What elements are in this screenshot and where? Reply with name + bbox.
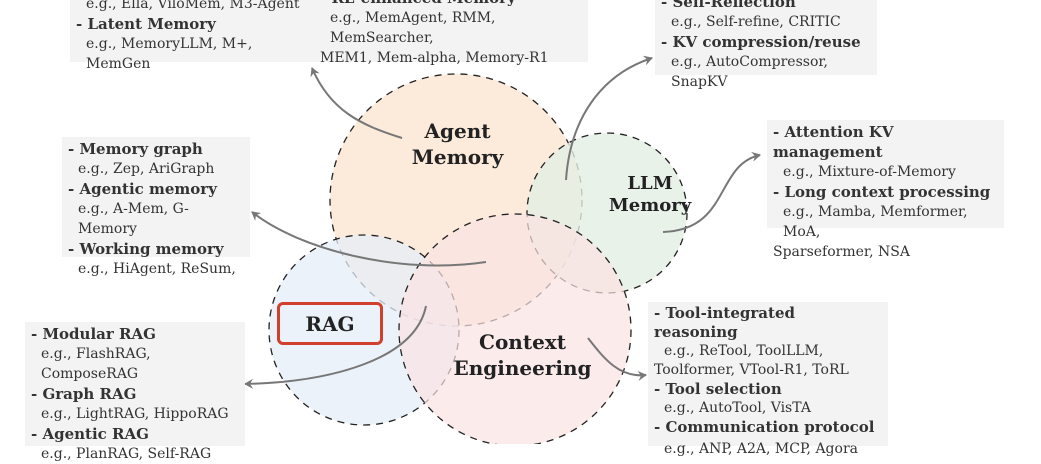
item-title: - Graph RAG xyxy=(31,385,137,403)
rag-label: RAG xyxy=(305,311,355,336)
bottom-right-box: - Tool-integrated reasoning e.g., ReTool,… xyxy=(648,302,888,457)
examples: e.g., Mixture-of-Memory xyxy=(783,164,956,180)
top-middle-box: - RL-enhanced Memory e.g., MemAgent, RMM,… xyxy=(314,0,588,66)
item-title: - Tool selection xyxy=(654,380,782,398)
item-title: - Latent Memory xyxy=(76,15,216,33)
list-item: - Tool selection e.g., AutoTool, VisTA xyxy=(654,380,882,418)
llm-memory-line2: Memory xyxy=(608,195,692,216)
list-item: - KV compression/reuse e.g., AutoCompress… xyxy=(661,32,871,92)
item-title: - Tool-integrated reasoning xyxy=(654,304,795,341)
list-item: - Attention KV management e.g., Mixture-o… xyxy=(773,122,998,182)
examples: e.g., AutoCompressor, SnapKV xyxy=(671,54,828,90)
list-item: e.g., Ella, ViloMem, M3-Agent xyxy=(76,0,314,14)
venn-diagram xyxy=(244,55,761,444)
examples: e.g., MemoryLLM, M+, MemGen xyxy=(86,36,253,72)
item-title: - Communication protocol xyxy=(654,418,875,436)
list-item: - Long context processing e.g., Mamba, Me… xyxy=(773,182,998,262)
examples: e.g., ReTool, ToolLLM, xyxy=(664,343,824,359)
arrow-llm-to-right xyxy=(662,151,761,233)
item-title: - Agentic memory xyxy=(68,180,217,198)
examples-cont: Toolformer, VTool-R1, ToRL xyxy=(654,362,849,378)
list-item: - Self-Reflection e.g., Self-refine, CRIT… xyxy=(661,0,871,32)
agent-memory-line1: Agent xyxy=(424,119,491,143)
item-title: - KV compression/reuse xyxy=(661,33,861,51)
arrow-to-left-middle xyxy=(251,211,487,267)
list-item: - Agentic memory e.g., A-Mem, G-Memory xyxy=(68,179,244,239)
rag-label-box: RAG xyxy=(277,302,383,345)
examples: e.g., LightRAG, HippoRAG xyxy=(41,406,229,422)
examples: e.g., Ella, ViloMem, M3-Agent xyxy=(86,0,300,12)
item-title: - Working memory xyxy=(68,240,224,258)
examples: e.g., FlashRAG, ComposeRAG xyxy=(41,346,151,382)
left-middle-box: - Memory graph e.g., Zep, AriGraph - Agen… xyxy=(62,137,250,277)
item-title: - Long context processing xyxy=(773,183,991,201)
item-title: - Agentic RAG xyxy=(31,425,149,443)
arrow-to-bottom-right xyxy=(587,337,647,381)
examples-cont: MEM1, Mem-alpha, Memory-R1 xyxy=(320,50,549,66)
context-engineering-line2: Engineering xyxy=(453,356,592,380)
item-title: - Attention KV management xyxy=(773,123,894,161)
item-title: - RL-enhanced Memory xyxy=(320,0,582,8)
examples: e.g., Mamba, Memformer, MoA, xyxy=(783,204,968,240)
list-item: - Graph RAG e.g., LightRAG, HippoRAG xyxy=(31,384,239,424)
arrow-agent-memory-to-top xyxy=(310,67,403,139)
list-item: - Tool-integrated reasoning e.g., ReTool,… xyxy=(654,304,882,380)
arrow-to-top-right xyxy=(565,55,653,181)
context-engineering-circle xyxy=(398,213,632,444)
list-item: - RL-enhanced Memory e.g., MemAgent, RMM,… xyxy=(320,0,582,68)
examples: e.g., A-Mem, G-Memory xyxy=(78,201,189,237)
list-item: - Communication protocol e.g., ANP, A2A, … xyxy=(654,418,882,459)
examples-cont: Sparseformer, NSA xyxy=(773,244,910,260)
top-left-box: e.g., Ella, ViloMem, M3-Agent - Latent M… xyxy=(70,0,320,72)
item-title: - Memory graph xyxy=(68,140,203,158)
agent-memory-line2: Memory xyxy=(411,145,504,169)
right-middle-box: - Attention KV management e.g., Mixture-o… xyxy=(767,120,1004,260)
list-item: - Agentic RAG e.g., PlanRAG, Self-RAG xyxy=(31,424,239,464)
llm-memory-line1: LLM xyxy=(627,173,673,194)
context-engineering-line1: Context xyxy=(479,330,566,354)
examples: e.g., MemAgent, RMM, MemSearcher, xyxy=(330,10,496,46)
examples: e.g., ANP, A2A, MCP, Agora xyxy=(664,441,858,457)
arrow-to-bottom-left xyxy=(244,305,427,389)
list-item: - Working memory e.g., HiAgent, ReSum, xyxy=(68,239,244,279)
examples: e.g., AutoTool, VisTA xyxy=(664,400,811,416)
examples: e.g., HiAgent, ReSum, xyxy=(78,261,236,277)
list-item: - Latent Memory e.g., MemoryLLM, M+, MemG… xyxy=(76,14,314,74)
examples: e.g., Self-refine, CRITIC xyxy=(671,14,841,30)
top-right-box: - Self-Reflection e.g., Self-refine, CRIT… xyxy=(655,0,877,90)
list-item: - Modular RAG e.g., FlashRAG, ComposeRAG xyxy=(31,324,239,384)
item-title: - Modular RAG xyxy=(31,325,156,343)
item-title: - Self-Reflection xyxy=(661,0,796,11)
examples: e.g., Zep, AriGraph xyxy=(78,161,215,177)
list-item: - Memory graph e.g., Zep, AriGraph xyxy=(68,139,244,179)
examples: e.g., PlanRAG, Self-RAG xyxy=(41,446,212,462)
